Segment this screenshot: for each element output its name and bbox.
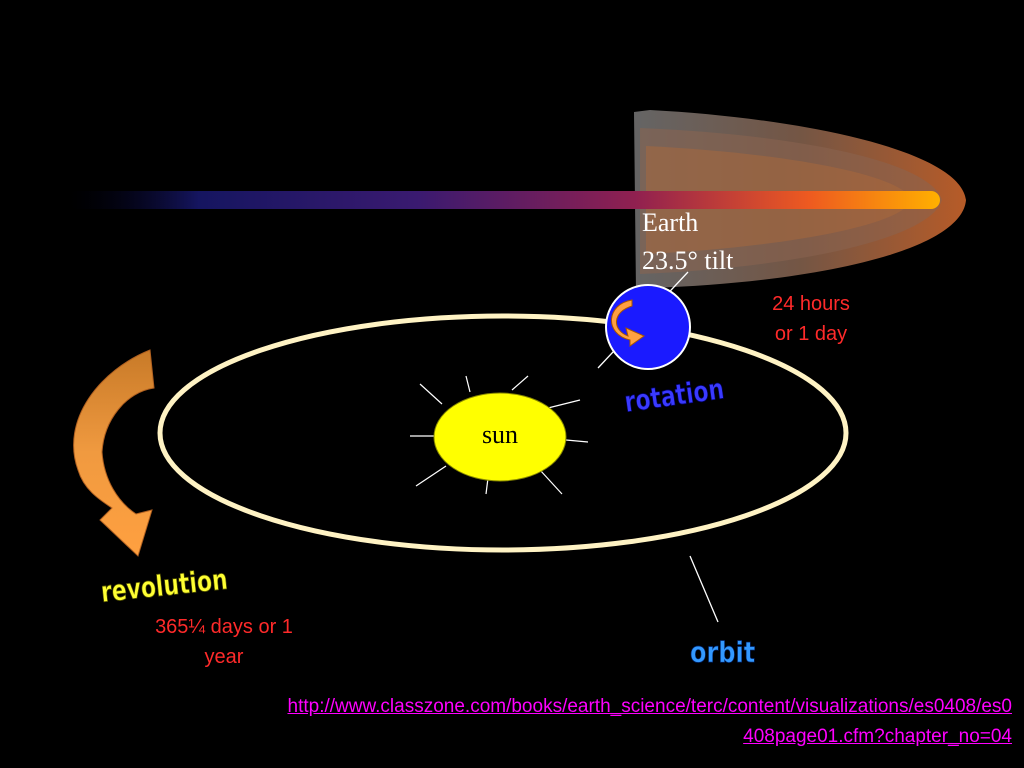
rotation-time-line1: 24 hours <box>772 293 850 315</box>
orbit-pointer-line <box>689 555 719 623</box>
source-link[interactable]: http://www.classzone.com/books/earth_sci… <box>22 692 1013 752</box>
revolution-arrow-icon <box>73 349 155 557</box>
orbit-ellipse <box>157 313 849 553</box>
source-link-line2[interactable]: 408page01.cfm?chapter_no=04 <box>743 726 1012 747</box>
earth <box>605 284 691 370</box>
revolution-time-line1: 365¼ days or 1 <box>155 616 293 638</box>
earth-name: Earth <box>642 208 699 237</box>
orbit-wordart: orbit <box>690 636 755 670</box>
revolution-time-line2: year <box>204 646 244 668</box>
earth-tilt: 23.5° tilt <box>642 246 734 275</box>
rotation-time-line2: or 1 day <box>774 323 848 345</box>
sun-rays <box>410 375 589 495</box>
sun-label: sun <box>482 420 518 449</box>
comet-graphic <box>68 110 966 292</box>
source-link-line1[interactable]: http://www.classzone.com/books/earth_sci… <box>287 696 1013 717</box>
sun <box>433 392 567 482</box>
rotation-wordart: rotation <box>622 373 726 420</box>
earth-label: Earth 23.5° tilt <box>642 204 733 280</box>
revolution-time-label: 365¼ days or 1 year <box>126 612 322 672</box>
revolution-wordart: revolution <box>99 563 229 610</box>
rotation-arrow-icon <box>611 299 646 347</box>
rotation-time-label: 24 hours or 1 day <box>752 289 870 349</box>
